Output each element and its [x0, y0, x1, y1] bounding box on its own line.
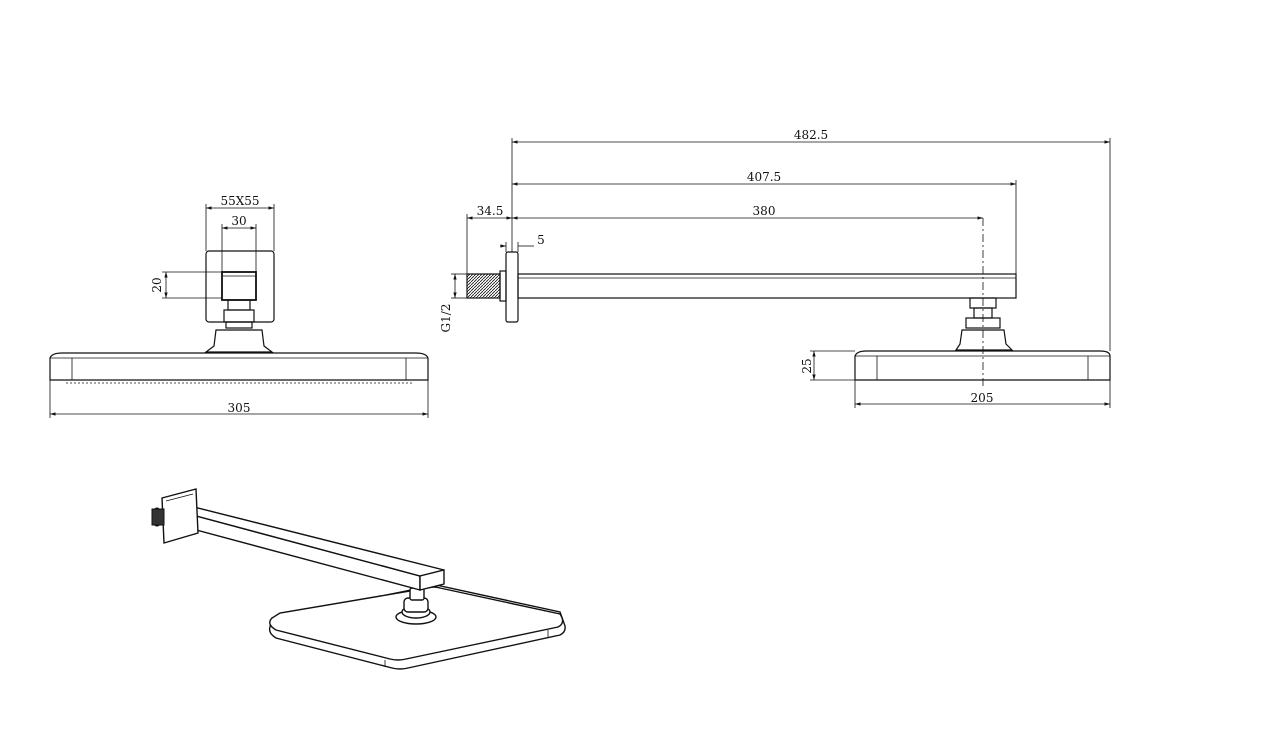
- arm-length-label: 407.5: [747, 170, 781, 184]
- connector-nut-front: [227, 299, 251, 311]
- shower-head-side: [854, 350, 1111, 381]
- wall-flange-front: [205, 250, 275, 323]
- isometric-view: [151, 488, 566, 670]
- shower-head-front: [49, 352, 429, 381]
- head-thickness-label: 25: [800, 358, 814, 373]
- height-label: 20: [150, 277, 164, 292]
- total-length-label: 482.5: [794, 128, 828, 142]
- arm-inner-length-label: 380: [753, 204, 776, 218]
- thread-length-label: 34.5: [477, 204, 504, 218]
- shower-arm: [517, 273, 1017, 299]
- thread-size-label: G1/2: [439, 304, 453, 333]
- ball-joint-front: [204, 329, 274, 353]
- flange-size-label: 55X55: [220, 194, 259, 208]
- inner-width-label: 30: [231, 214, 246, 228]
- wall-flange-side: [505, 251, 519, 323]
- iso-wall-flange: [161, 488, 199, 544]
- ball-joint-side: [954, 329, 1014, 351]
- flange-thickness-label: 5: [537, 233, 545, 247]
- head-width-label: 305: [228, 401, 251, 415]
- front-view: 55X55 30 20 305: [49, 194, 429, 418]
- side-view: 482.5 407.5 380 34.5 5 G1/2 25 205: [439, 128, 1111, 408]
- head-depth-label: 205: [971, 391, 994, 405]
- threaded-inlet: [466, 273, 501, 299]
- iso-shower-arm: [173, 509, 421, 591]
